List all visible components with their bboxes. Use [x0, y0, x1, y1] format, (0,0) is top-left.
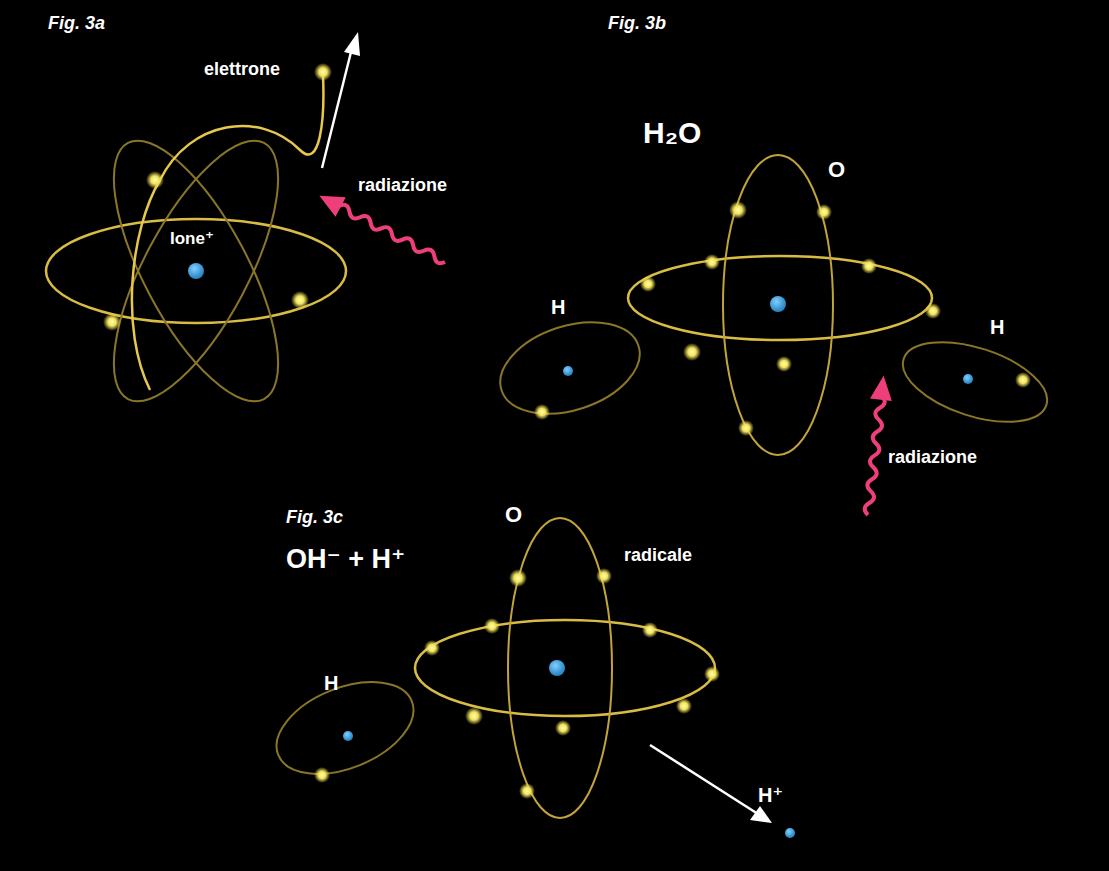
atom-label: O: [505, 503, 522, 527]
ion-label: Ione⁺: [170, 230, 214, 249]
ion-label: H⁺: [758, 784, 783, 806]
radiation-label: radiazione: [358, 176, 447, 196]
figure-label: Fig. 3a: [48, 14, 105, 34]
figure-label: Fig. 3c: [286, 508, 343, 528]
atom-label: H: [324, 672, 338, 694]
radiation-label: radiazione: [888, 448, 977, 468]
radical-label: radicale: [624, 546, 692, 566]
electron-label: elettrone: [204, 60, 280, 80]
formula-label: H₂O: [643, 116, 701, 149]
figure-label: Fig. 3b: [608, 14, 666, 34]
formula-label: OH⁻ + H⁺: [286, 545, 405, 575]
atom-label: O: [828, 158, 845, 182]
atom-label: H: [551, 296, 565, 318]
atom-label: H: [990, 316, 1004, 338]
